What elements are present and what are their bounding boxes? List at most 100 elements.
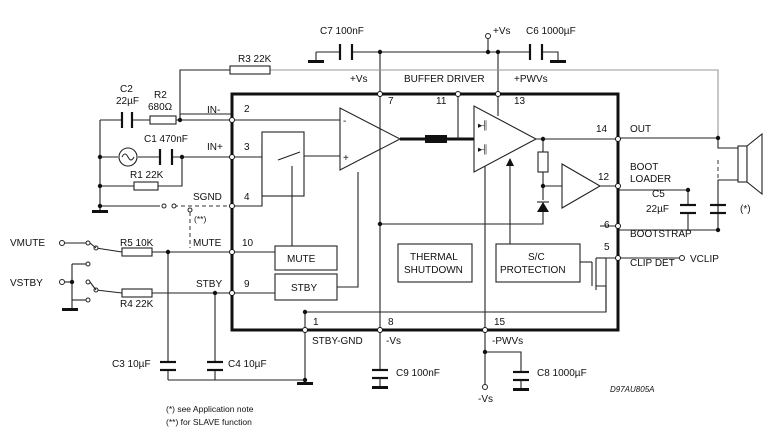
pin-9: 9 (244, 279, 250, 290)
label-r2b: 680Ω (148, 102, 173, 113)
power-opamp (473, 105, 538, 173)
c2-capacitor (120, 112, 134, 128)
wiring (62, 38, 738, 385)
power-opamp-out-label: ▸╢ (478, 120, 488, 131)
input-selector-box (261, 131, 305, 197)
label-c3: C3 10µF (112, 359, 151, 370)
label-clip-det: CLIP DET (630, 258, 675, 269)
boot-buffer (561, 163, 602, 209)
label-c9: C9 100nF (396, 368, 440, 379)
c5-capacitor (680, 203, 696, 215)
note-line-1: (*) see Application note (166, 404, 254, 414)
pin-2: 2 (244, 104, 250, 115)
block-thermal-2: SHUTDOWN (404, 265, 463, 276)
c4-capacitor (207, 360, 223, 372)
label-c5b: 22µF (646, 204, 669, 215)
label-vs-bottom-rail: -Vs (478, 394, 493, 405)
pin-15: 15 (494, 317, 506, 328)
pin-nodes (229, 91, 621, 333)
label-c5a: C5 (652, 189, 665, 200)
pin-10: 10 (242, 238, 254, 249)
boot-resistor (537, 151, 549, 173)
label-c8: C8 1000µF (537, 368, 587, 379)
block-thermal-1: THERMAL (410, 252, 458, 263)
label-stby-gnd: STBY-GND (312, 336, 363, 347)
buffer-link (425, 135, 447, 143)
label-r1: R1 22K (130, 170, 164, 181)
block-sc-1: S/C (528, 252, 545, 263)
vmute-terminal (59, 240, 65, 246)
label-c2a: C2 (120, 84, 133, 95)
label-r4: R4 22K (120, 299, 154, 310)
r2-resistor (149, 115, 177, 125)
preamp-opamp (339, 107, 402, 171)
boot-diode (537, 202, 549, 212)
label-in-plus: IN+ (207, 142, 223, 153)
label-vs-rail: +Vs (493, 26, 511, 37)
ic-outline (230, 92, 620, 332)
c7-capacitor (338, 44, 354, 60)
label-bootstrap: BOOTSTRAP (630, 229, 692, 240)
label-c4: C4 10µF (228, 359, 267, 370)
c3-capacitor (160, 360, 176, 372)
mute-block (274, 245, 338, 271)
label-c2b: 22µF (116, 96, 139, 107)
label-r5: R5 10K (120, 238, 154, 249)
label-c1: C1 470nF (144, 134, 188, 145)
pin-14: 14 (596, 124, 608, 135)
opamp-minus: - (343, 116, 346, 127)
stby-block (274, 273, 338, 301)
label-slave-mark: (**) (194, 214, 206, 224)
internal-circuit: ▸╢ ▸╢ (232, 94, 618, 330)
c8-capacitor (513, 370, 529, 388)
pin-6: 6 (604, 220, 610, 231)
r3-resistor (229, 65, 271, 75)
label-out: OUT (630, 124, 651, 135)
r1-resistor (133, 181, 159, 191)
label-r3: R3 22K (238, 54, 272, 65)
pin-1: 1 (313, 317, 319, 328)
pin-8: 8 (388, 317, 394, 328)
speaker-icon (737, 132, 763, 196)
label-pwvs-bottom: -PWVs (492, 336, 523, 347)
c9-capacitor (372, 368, 388, 386)
label-vstby: VSTBY (10, 278, 43, 289)
block-mute: MUTE (287, 254, 316, 265)
label-vclip: VCLIP (690, 254, 719, 265)
pin-3: 3 (244, 142, 250, 153)
c-speaker-capacitor (710, 203, 726, 215)
vstby-terminal (59, 279, 65, 285)
capacitors (120, 44, 726, 388)
power-opamp-in-label: ▸╢ (478, 144, 488, 155)
block-sc-2: PROTECTION (500, 265, 566, 276)
label-mute: MUTE (193, 238, 222, 249)
sc-protection-block (495, 243, 581, 283)
label-vmute: VMUTE (10, 238, 45, 249)
label-r2a: R2 (154, 90, 167, 101)
block-stby: STBY (291, 283, 317, 294)
r4-resistor (121, 288, 153, 298)
opamp-plus: + (343, 153, 349, 164)
pin-12: 12 (598, 172, 610, 183)
label-buffer-driver: BUFFER DRIVER (404, 74, 485, 85)
external-parts (59, 33, 763, 391)
pin-5: 5 (604, 242, 610, 253)
c1-capacitor (158, 149, 174, 165)
drawing-code: D97AU805A (610, 385, 654, 394)
labels: - + 2 3 4 10 9 7 11 13 14 12 6 5 1 8 15 … (10, 26, 751, 427)
pin-7: 7 (388, 96, 394, 107)
pin-13: 13 (514, 96, 526, 107)
label-speaker-note: (*) (740, 204, 751, 215)
label-boot-1: BOOT (630, 162, 658, 173)
pin-4: 4 (244, 192, 250, 203)
r5-resistor (121, 247, 153, 257)
label-pwvs-top: +PWVs (514, 74, 548, 85)
label-vs-top: +Vs (350, 74, 368, 85)
label-in-minus: IN- (207, 105, 220, 116)
vclip-terminal (679, 255, 685, 261)
label-c6: C6 1000µF (526, 26, 576, 37)
vs-top-terminal (485, 33, 491, 39)
junction-dots (69, 49, 721, 383)
vs-bottom-terminal (482, 384, 488, 390)
